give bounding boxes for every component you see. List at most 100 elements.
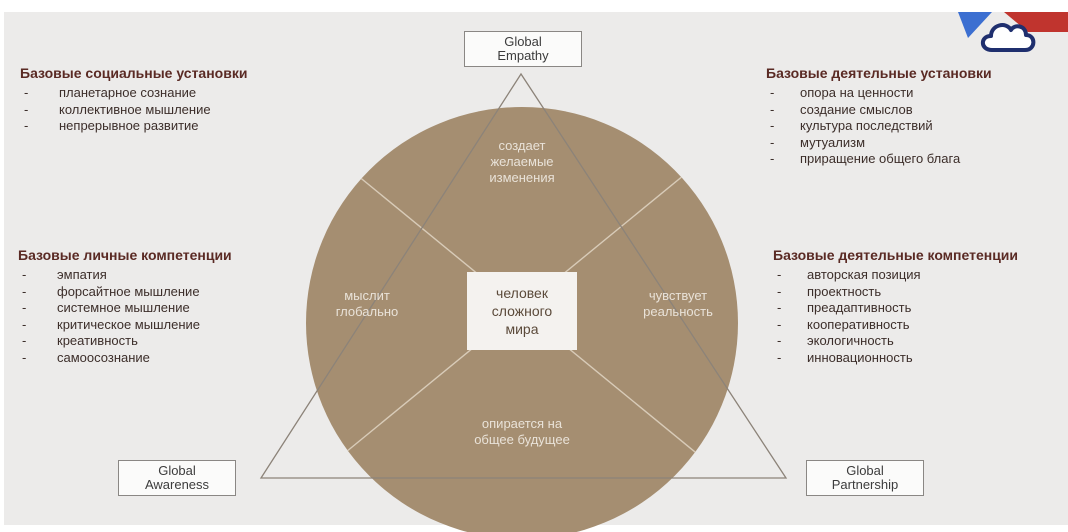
list-item: - преадаптивность <box>773 300 1018 317</box>
block-title: Базовые деятельные установки <box>766 65 992 81</box>
block-activity-attitudes: Базовые деятельные установки - опора на ц… <box>766 65 992 168</box>
block-activity-competences: Базовые деятельные компетенции - авторска… <box>773 247 1018 366</box>
list-item-text: самоосознание <box>57 349 150 365</box>
list-marker: - <box>24 101 29 117</box>
list-item: - системное мышление <box>18 300 232 317</box>
sector-text: реальность <box>643 304 713 319</box>
list-marker: - <box>777 283 782 299</box>
center-text: сложного <box>491 303 553 319</box>
block-list: - планетарное сознание - коллективное мышл… <box>20 85 247 135</box>
center-text: мира <box>505 321 539 337</box>
sector-text: чувствует <box>648 288 708 303</box>
list-item: - создание смыслов <box>766 102 992 119</box>
list-item-text: приращение общего блага <box>800 151 961 166</box>
list-item: - инновационность <box>773 350 1018 367</box>
list-item: - эмпатия <box>18 267 232 284</box>
list-item-text: авторская позиция <box>807 267 921 282</box>
block-social-attitudes: Базовые социальные установки - планетарно… <box>20 65 247 135</box>
list-item: - непрерывное развитие <box>20 118 247 135</box>
list-item-text: опора на ценности <box>800 85 914 100</box>
list-item: - креативность <box>18 333 232 350</box>
sector-top-label: создает желаемые изменения <box>462 138 582 186</box>
list-item: - кооперативность <box>773 317 1018 334</box>
logo-accent-shape <box>958 12 992 38</box>
center-text: человек <box>496 285 548 301</box>
cloud-icon <box>958 12 1068 52</box>
list-item-text: непрерывное развитие <box>59 118 199 133</box>
list-marker: - <box>22 300 27 315</box>
list-item-text: креативность <box>57 333 138 348</box>
list-item: - культура последствий <box>766 118 992 135</box>
list-item-text: инновационность <box>807 349 913 365</box>
node-text: Global <box>504 34 542 49</box>
list-marker: - <box>770 118 775 133</box>
list-item: -самоосознание <box>18 350 232 367</box>
logo-accent-shape <box>1004 12 1068 32</box>
list-item-text: культура последствий <box>800 118 933 133</box>
sector-bottom-label: опирается на общее будущее <box>452 416 592 448</box>
list-marker: - <box>770 151 775 166</box>
list-marker: - <box>22 316 27 332</box>
sector-text: мыслит <box>344 288 390 303</box>
sector-text: создает <box>498 138 546 153</box>
list-item: - проектность <box>773 284 1018 301</box>
list-item-text: эмпатия <box>57 267 107 282</box>
sector-left-label: мыслит глобально <box>312 288 422 320</box>
top-frame-strip <box>0 0 1068 12</box>
node-global-awareness: Global Awareness <box>118 460 236 496</box>
list-marker: - <box>777 267 782 282</box>
list-marker: - <box>24 85 29 100</box>
node-text: Empathy <box>497 48 549 63</box>
block-title: Базовые социальные установки <box>20 65 248 81</box>
list-marker: - <box>777 300 782 315</box>
list-item: - экологичность <box>773 333 1018 350</box>
list-marker: - <box>777 333 782 348</box>
list-item: - критическое мышление <box>18 317 232 334</box>
sector-text: желаемые <box>490 154 554 169</box>
global-triangle <box>259 72 788 479</box>
list-item-text: создание смыслов <box>800 101 913 117</box>
list-marker: - <box>777 316 782 332</box>
sector-text: опирается на <box>481 416 563 431</box>
list-item: - форсайтное мышление <box>18 284 232 301</box>
list-marker: - <box>22 333 27 348</box>
sector-text: глобально <box>335 304 399 319</box>
list-item: - планетарное сознание <box>20 85 247 102</box>
block-title: Базовые деятельные компетенции <box>773 247 1019 263</box>
sector-right-label: чувствует реальность <box>622 288 734 320</box>
block-list: - эмпатия - форсайтное мышление - системное… <box>18 267 232 366</box>
list-item: - коллективное мышление <box>20 102 247 119</box>
sector-text: общее будущее <box>474 432 570 447</box>
node-global-partnership: Global Partnership <box>806 460 924 496</box>
list-item-text: планетарное сознание <box>59 85 197 100</box>
list-item: -мутуализм <box>766 135 992 152</box>
block-list: - опора на ценности - создание смыслов - ку… <box>766 85 992 168</box>
list-marker: - <box>770 101 775 117</box>
sector-text: изменения <box>489 170 555 185</box>
list-marker: - <box>770 85 775 100</box>
list-item-text: коллективное мышление <box>59 101 211 117</box>
list-item: - опора на ценности <box>766 85 992 102</box>
node-text: Awareness <box>144 477 210 492</box>
node-text: Global <box>158 463 196 478</box>
center-label-box: человек сложного мира <box>467 272 577 350</box>
logo-cloud-shape <box>980 23 1036 52</box>
list-item-text: форсайтное мышление <box>57 283 200 299</box>
list-item-text: преадаптивность <box>807 300 912 315</box>
block-personal-competences: Базовые личные компетенции -эмпатия -фор… <box>18 247 232 366</box>
left-frame-strip <box>0 0 4 532</box>
list-marker: - <box>24 118 29 133</box>
list-item-text: проектность <box>807 283 882 299</box>
list-item: - приращение общего блага <box>766 151 992 168</box>
list-item-text: системное мышление <box>57 300 190 315</box>
list-marker: - <box>777 349 782 365</box>
list-marker: - <box>22 283 27 299</box>
list-item: - авторская позиция <box>773 267 1018 284</box>
list-item-text: критическое мышление <box>57 316 200 332</box>
list-marker: - <box>22 267 27 282</box>
list-item-text: кооперативность <box>807 316 910 332</box>
list-item-text: экологичность <box>807 333 894 348</box>
node-text: Partnership <box>831 477 899 492</box>
list-marker: - <box>770 134 775 150</box>
node-text: Global <box>846 463 884 478</box>
